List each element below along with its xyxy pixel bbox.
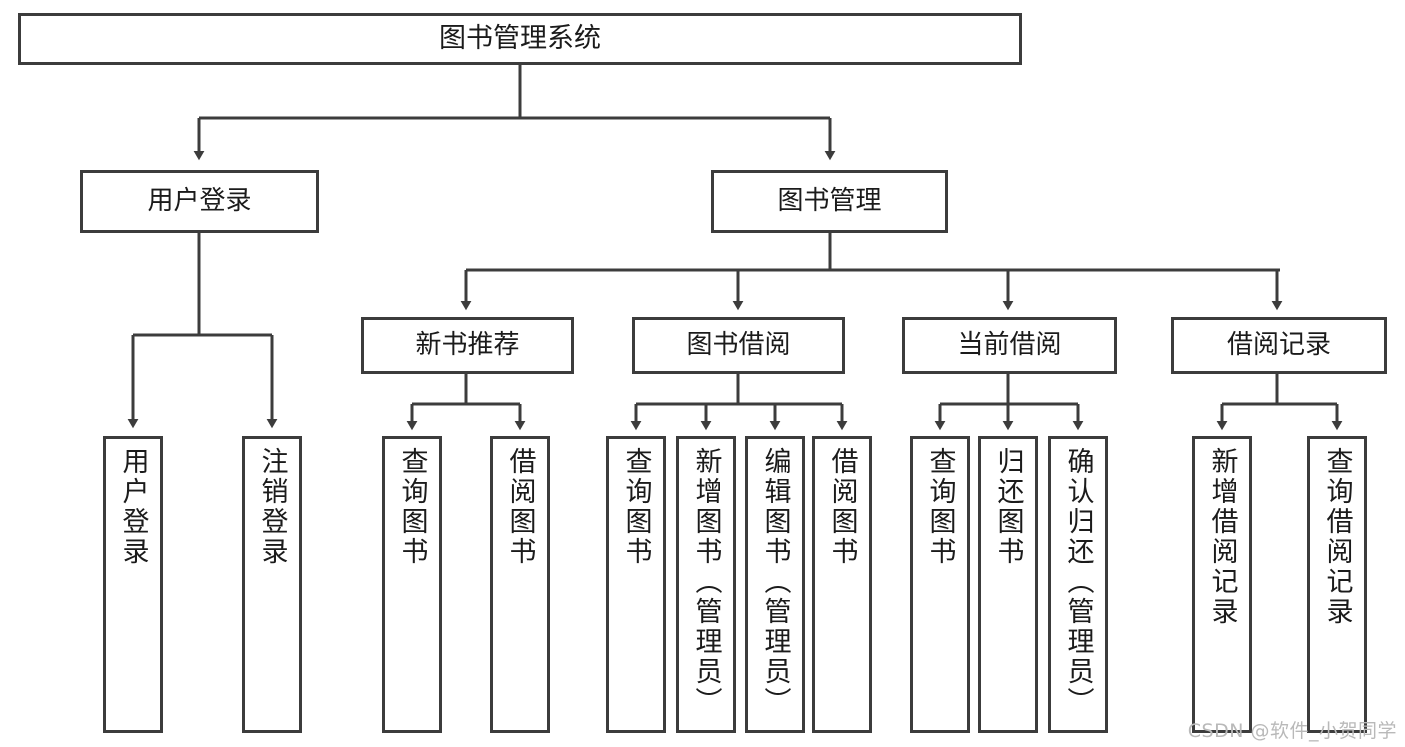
node-book-borrow[interactable]: 图书借阅: [632, 317, 845, 374]
node-new-book-recommend[interactable]: 新书推荐: [361, 317, 574, 374]
leaf-record-query[interactable]: 查询借阅记录: [1307, 436, 1367, 733]
node-label: 查询图书: [396, 447, 428, 567]
leaf-user-login-signout[interactable]: 注销登录: [242, 436, 302, 733]
leaf-borrow-edit-book[interactable]: 编辑图书（管理员）: [745, 436, 805, 733]
leaf-record-add[interactable]: 新增借阅记录: [1192, 436, 1252, 733]
leaf-current-confirm-return[interactable]: 确认归还（管理员）: [1048, 436, 1108, 733]
current-borrow-connector: [934, 374, 1084, 431]
leaf-borrow-query-book[interactable]: 查询图书: [606, 436, 666, 733]
leaf-borrow-add-book[interactable]: 新增图书（管理员）: [676, 436, 736, 733]
node-borrow-record[interactable]: 借阅记录: [1171, 317, 1387, 374]
new-book-connector: [406, 374, 526, 431]
node-label: 归还图书: [992, 447, 1024, 567]
node-label: 图书管理: [777, 185, 882, 216]
book-manage-connector: [460, 233, 1283, 311]
node-label: 新增借阅记录: [1206, 447, 1238, 627]
node-user-login[interactable]: 用户登录: [80, 170, 319, 233]
csdn-watermark: CSDN @软件_小贺同学: [1187, 720, 1397, 742]
node-root-system[interactable]: 图书管理系统: [18, 13, 1022, 65]
leaf-user-login-signin[interactable]: 用户登录: [103, 436, 163, 733]
node-label: 借阅记录: [1226, 329, 1331, 360]
node-label: 图书借阅: [686, 329, 791, 360]
node-label: 注销登录: [256, 447, 288, 567]
root-connector: [193, 65, 836, 161]
node-label: 查询图书: [924, 447, 956, 567]
node-label: 新增图书（管理员）: [690, 447, 722, 717]
node-label: 用户登录: [147, 185, 252, 216]
node-label: 借阅图书: [504, 447, 536, 567]
node-book-management[interactable]: 图书管理: [711, 170, 948, 233]
leaf-new-book-query[interactable]: 查询图书: [382, 436, 442, 733]
node-label: 当前借阅: [957, 329, 1062, 360]
node-label: 编辑图书（管理员）: [759, 447, 791, 717]
book-borrow-connector: [630, 374, 848, 431]
leaf-current-return-book[interactable]: 归还图书: [978, 436, 1038, 733]
node-label: 查询借阅记录: [1321, 447, 1353, 627]
node-label: 借阅图书: [826, 447, 858, 567]
leaf-borrow-borrow-book[interactable]: 借阅图书: [812, 436, 872, 733]
user-login-connector: [127, 233, 278, 429]
leaf-new-book-borrow[interactable]: 借阅图书: [490, 436, 550, 733]
node-label: 新书推荐: [415, 329, 520, 360]
node-label: 查询图书: [620, 447, 652, 567]
borrow-record-connector: [1216, 374, 1343, 431]
node-label: 图书管理系统: [439, 23, 601, 55]
node-current-borrow[interactable]: 当前借阅: [902, 317, 1117, 374]
node-label: 用户登录: [117, 447, 149, 567]
leaf-current-query-book[interactable]: 查询图书: [910, 436, 970, 733]
node-label: 确认归还（管理员）: [1062, 447, 1094, 717]
